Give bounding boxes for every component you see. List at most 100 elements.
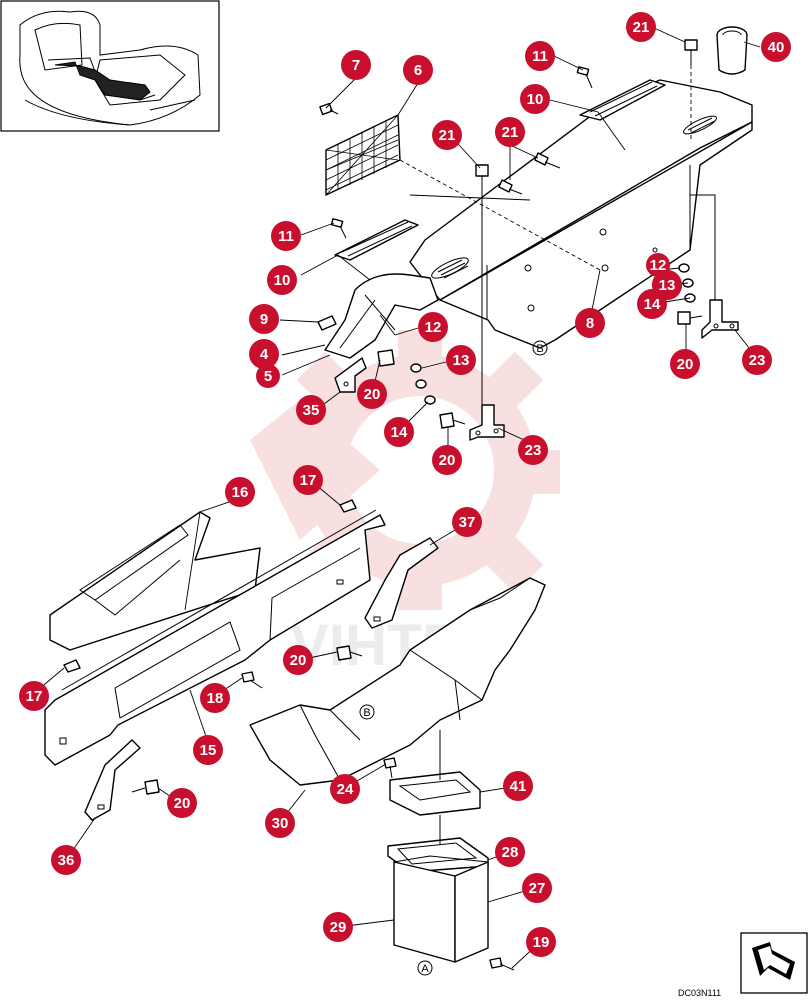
svg-text:29: 29 xyxy=(330,919,347,936)
ref-b-top: B xyxy=(532,340,548,356)
svg-text:17: 17 xyxy=(300,472,317,489)
lower-side-panel-16 xyxy=(49,511,261,651)
svg-text:23: 23 xyxy=(525,442,542,459)
svg-text:19: 19 xyxy=(533,934,550,951)
svg-text:21: 21 xyxy=(502,124,519,141)
callout-28: 28 xyxy=(495,837,525,867)
svg-text:13: 13 xyxy=(453,352,470,369)
bracket-36 xyxy=(84,739,141,821)
svg-text:B: B xyxy=(536,343,543,355)
svg-text:17: 17 xyxy=(26,688,43,705)
svg-text:41: 41 xyxy=(510,778,527,795)
clip-17-upper xyxy=(339,499,357,513)
callout-21-top: 21 xyxy=(626,12,656,42)
callout-18: 18 xyxy=(200,683,230,713)
svg-text:16: 16 xyxy=(232,484,249,501)
lower-long-panel-15 xyxy=(44,509,386,766)
callout-23-right: 23 xyxy=(742,345,772,375)
callout-19: 19 xyxy=(526,927,556,957)
callout-7: 7 xyxy=(341,50,371,80)
callout-24: 24 xyxy=(330,774,360,804)
callout-27: 27 xyxy=(522,873,552,903)
callout-8: 8 xyxy=(575,308,605,338)
callout-20-mid: 20 xyxy=(357,379,387,409)
svg-text:6: 6 xyxy=(414,62,422,79)
callout-20-lower-mid: 20 xyxy=(283,645,313,675)
callout-11-lower: 11 xyxy=(271,221,301,251)
svg-text:10: 10 xyxy=(274,272,291,289)
callout-20-right: 20 xyxy=(670,349,700,379)
svg-text:20: 20 xyxy=(290,652,307,669)
callout-20-lower-left: 20 xyxy=(167,788,197,818)
callout-17-upper: 17 xyxy=(293,465,323,495)
inset-overview-box xyxy=(0,0,220,132)
svg-text:20: 20 xyxy=(364,386,381,403)
callout-17-lower: 17 xyxy=(19,681,49,711)
callout-9: 9 xyxy=(249,304,279,334)
callout-10-lower: 10 xyxy=(267,265,297,295)
svg-text:11: 11 xyxy=(532,48,548,65)
callout-40: 40 xyxy=(761,32,791,62)
svg-text:14: 14 xyxy=(391,424,408,441)
svg-text:8: 8 xyxy=(586,315,594,332)
bracket-23-mid xyxy=(469,404,505,441)
callout-14-mid: 14 xyxy=(384,417,414,447)
storage-box-27-29 xyxy=(393,855,489,963)
svg-text:24: 24 xyxy=(337,781,354,798)
screw-11-upper xyxy=(576,66,593,89)
air-duct-30 xyxy=(249,577,546,786)
callout-12-mid: 12 xyxy=(418,312,448,342)
callout-16: 16 xyxy=(225,477,255,507)
grille-vent-upper xyxy=(431,115,717,279)
screw-24 xyxy=(383,757,397,779)
callout-37: 37 xyxy=(452,507,482,537)
callouts: 21 40 7 6 11 10 21 21 11 10 9 12 13 13 1… xyxy=(19,12,791,957)
bolt-20-lower-mid xyxy=(336,645,363,661)
callout-21-right: 21 xyxy=(495,117,525,147)
callout-21-mid: 21 xyxy=(432,120,462,150)
svg-text:36: 36 xyxy=(58,852,75,869)
svg-text:23: 23 xyxy=(749,352,766,369)
screw-19 xyxy=(489,957,515,971)
bolt-20-lower-left xyxy=(131,779,160,795)
svg-text:15: 15 xyxy=(200,742,217,759)
svg-text:13: 13 xyxy=(659,277,676,294)
svg-text:40: 40 xyxy=(768,39,785,56)
bolt-21-top xyxy=(684,39,698,140)
callout-4: 4 xyxy=(249,339,279,369)
clip-17-lower xyxy=(63,659,81,673)
upper-duct-panel xyxy=(409,79,753,349)
seal-frame-41 xyxy=(389,771,481,816)
callout-30: 30 xyxy=(265,808,295,838)
svg-text:21: 21 xyxy=(439,127,456,144)
callout-41: 41 xyxy=(503,771,533,801)
callout-20-mid-lower: 20 xyxy=(432,445,462,475)
callout-29: 29 xyxy=(323,912,353,942)
bolt-7 xyxy=(319,102,339,116)
fasteners-mid-group xyxy=(377,349,466,429)
svg-text:20: 20 xyxy=(174,795,191,812)
fasteners-right-group xyxy=(677,263,703,325)
storage-net xyxy=(325,114,401,196)
svg-text:20: 20 xyxy=(677,356,694,373)
callout-35: 35 xyxy=(296,395,326,425)
svg-text:9: 9 xyxy=(260,311,268,328)
callout-15: 15 xyxy=(193,735,223,765)
direction-arrow-icon xyxy=(740,932,808,994)
svg-text:20: 20 xyxy=(439,452,456,469)
ashtray-cup xyxy=(716,26,748,75)
callout-13-right-upper: 13 xyxy=(652,270,682,300)
figure-code: DC03N111 xyxy=(678,988,721,998)
bolt-21-right xyxy=(498,152,561,195)
svg-text:35: 35 xyxy=(303,402,320,419)
callout-10-upper: 10 xyxy=(520,84,550,114)
svg-text:27: 27 xyxy=(529,880,546,897)
svg-text:B: B xyxy=(363,707,370,719)
svg-text:4: 4 xyxy=(260,346,269,363)
callout-13-mid: 13 xyxy=(446,345,476,375)
svg-text:14: 14 xyxy=(644,296,661,313)
svg-text:10: 10 xyxy=(527,91,544,108)
screw-18 xyxy=(241,671,263,689)
svg-text:5: 5 xyxy=(264,368,272,385)
